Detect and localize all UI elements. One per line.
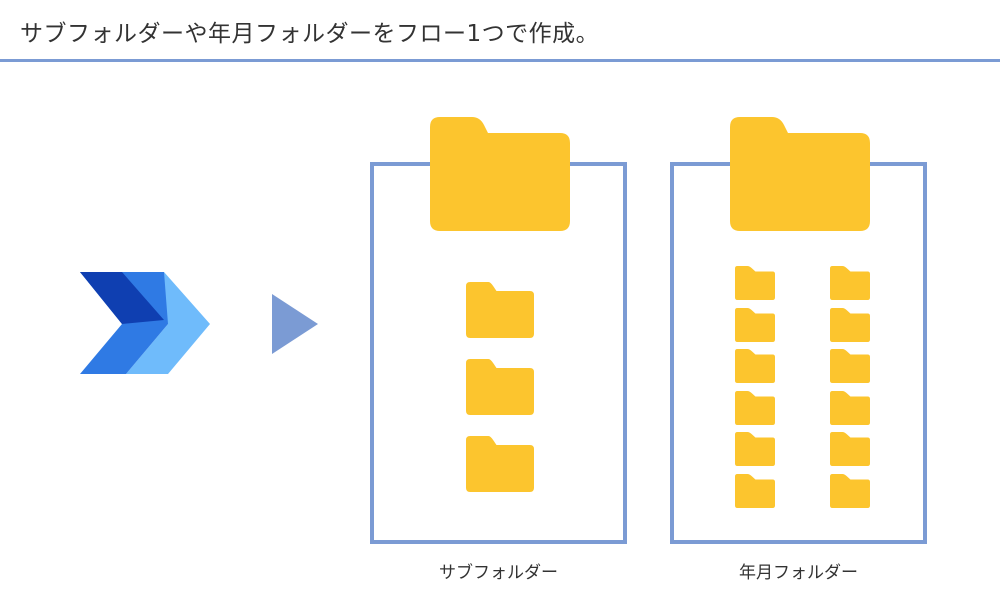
subfolder-caption: サブフォルダー — [439, 563, 558, 583]
folder-icon — [830, 432, 870, 466]
logo-dark-piece — [80, 272, 164, 324]
parent-folder-icon — [730, 117, 870, 231]
folder-icon — [830, 266, 870, 300]
year-month-caption: 年月フォルダー — [739, 563, 858, 583]
folder-icon — [466, 436, 534, 492]
folder-icon — [830, 307, 870, 342]
play-arrow-icon — [270, 294, 320, 354]
title-divider — [0, 59, 1000, 62]
power-automate-logo — [80, 272, 210, 376]
folder-icon — [830, 349, 870, 383]
parent-folder-icon — [430, 117, 570, 231]
folder-icon — [735, 390, 775, 425]
page-title: サブフォルダーや年月フォルダーをフロー1つで作成。 — [20, 21, 600, 47]
folder-icon — [735, 349, 775, 383]
folder-icon — [735, 307, 775, 342]
folder-icon — [735, 473, 775, 508]
folder-icon — [735, 432, 775, 466]
folder-icon — [466, 359, 534, 415]
folder-icon — [466, 282, 534, 338]
folder-icon — [735, 266, 775, 300]
logo-right-piece — [122, 272, 210, 374]
folder-icon — [830, 473, 870, 508]
folder-icon — [830, 390, 870, 425]
